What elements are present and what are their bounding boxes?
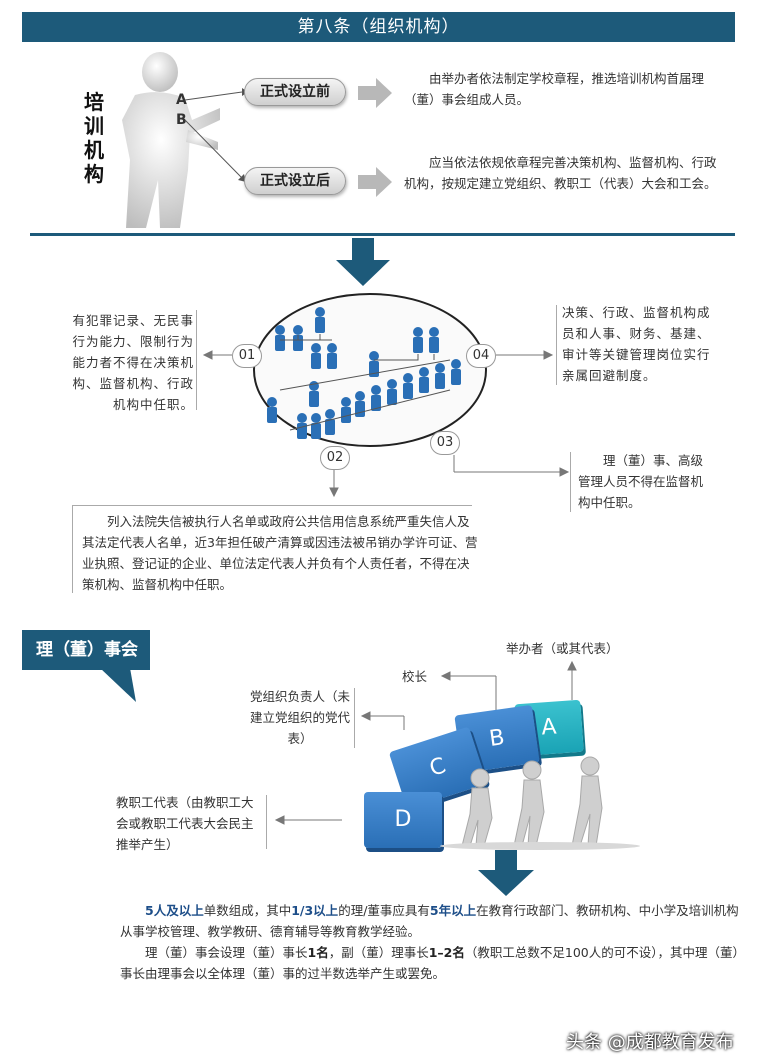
heading-tail-icon [100, 668, 136, 702]
presenter-figure-icon [122, 52, 220, 228]
lifting-figures-icon [461, 756, 603, 847]
after-label: 正式设立后 [244, 167, 346, 195]
item-02-text: 列入法院失信被执行人名单或政府公共信用信息系统严重失信人及其法定代表人名单，近3… [82, 514, 478, 592]
arrow-down-icon [336, 238, 390, 286]
p2-text-1: 理（董）事会设理（董）事长 [145, 945, 308, 960]
page-title: 第八条（组织机构） [22, 12, 735, 42]
board-composition-text: 5人及以上单数组成，其中1/3以上的理/董事应具有5年以上在教育行政部门、教研机… [120, 900, 744, 942]
item-04-badge: 04 [466, 344, 496, 368]
divider [30, 233, 735, 236]
chair-count: 1名 [307, 945, 329, 960]
bracket-04 [556, 305, 557, 385]
side-label: 培训机构 [84, 90, 104, 186]
p1-text-3: 在教育行政部门、教研机构、中小学及培训机构从事学校管理、教学教研、德育辅导等教育… [120, 903, 739, 939]
item-04-text: 决策、行政、监督机构成员和人事、财务、基建、审计等关键管理岗位实行亲属回避制度。 [562, 305, 711, 383]
bracket-02 [72, 505, 472, 506]
item-03-badge: 03 [430, 431, 460, 455]
bracket-01 [196, 310, 197, 410]
arrow-right-icon [358, 167, 392, 197]
bracket-c [354, 688, 355, 748]
bracket-03 [570, 452, 571, 512]
ratio: 1/3以上 [291, 903, 339, 918]
p2-text-3: （教职工总数不足100人的可不设），其中理（董）事长由理事会以全体理（董）事的过… [120, 945, 739, 981]
vice-chair-count: 1–2名 [428, 945, 465, 960]
board-heading-text: 理（董）事会 [36, 640, 138, 660]
board-heading: 理（董）事会 [22, 630, 150, 670]
board-chair-text: 理（董）事会设理（董）事长1名，副（董）理事长1–2名（教职工总数不足100人的… [120, 942, 744, 984]
item-03-text: 理（董）事、高级管理人员不得在监督机构中任职。 [578, 453, 704, 510]
p1-text-2: 的理/董事应具有 [338, 903, 430, 918]
member-count: 5人及以上 [145, 903, 204, 918]
ground-shadow [440, 842, 640, 850]
label-a: 举办者（或其代表） [506, 641, 619, 656]
label-b: 校长 [402, 669, 428, 684]
marker-b: B [176, 112, 187, 128]
arrow-right-icon [358, 78, 392, 108]
item-02-badge: 02 [320, 446, 350, 470]
before-label: 正式设立前 [244, 78, 346, 106]
label-c: 党组织负责人（未建立党组织的党代表） [250, 689, 351, 746]
after-text: 应当依法依规依章程完善决策机构、监督机构、行政机构，按规定建立党组织、教职工（代… [404, 155, 717, 191]
before-text: 由举办者依法制定学校章程，推选培训机构首届理（董）事会组成人员。 [404, 71, 705, 107]
item-01-badge: 01 [232, 344, 262, 368]
arrow-down-icon [478, 850, 534, 896]
block-d: D [364, 792, 442, 848]
block-a-label: A [540, 714, 558, 741]
bracket-d [266, 795, 267, 849]
item-01-text: 有犯罪记录、无民事行为能力、限制行为能力者不得在决策机构、监督机构、行政机构中任… [72, 313, 194, 412]
org-chart-illustration [253, 293, 487, 447]
bracket-02-side [72, 505, 73, 593]
p1-text-1: 单数组成，其中 [203, 903, 292, 918]
p2-text-2: ，副（董）理事长 [328, 945, 429, 960]
label-d: 教职工代表（由教职工大会或教职工代表大会民主推举产生） [116, 795, 254, 852]
block-d-label: D [394, 807, 412, 832]
marker-a: A [176, 92, 187, 108]
watermark: 头条 @成都教育发布 [566, 1032, 734, 1053]
years-experience: 5年以上 [429, 903, 477, 918]
